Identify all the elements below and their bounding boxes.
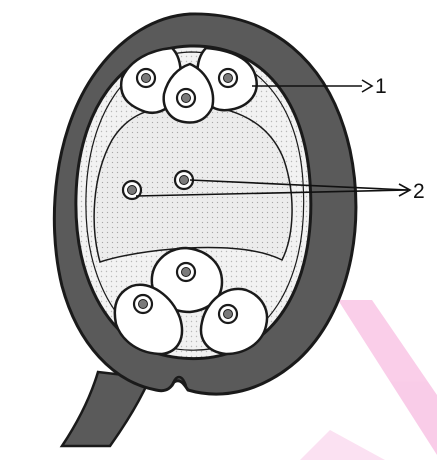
antipodal-nucleolus-left (142, 74, 151, 83)
antipodal-nucleolus-center (182, 94, 191, 103)
polar-nucleolus-left (128, 186, 137, 195)
label-2: 2 (413, 180, 425, 203)
synergid-nucleolus-left (139, 300, 148, 309)
egg-nucleolus (182, 268, 191, 277)
label-1: 1 (375, 75, 387, 98)
synergid-nucleolus-right (224, 310, 233, 319)
polar-nucleolus-right (180, 176, 189, 185)
antipodal-nucleolus-right (224, 74, 233, 83)
